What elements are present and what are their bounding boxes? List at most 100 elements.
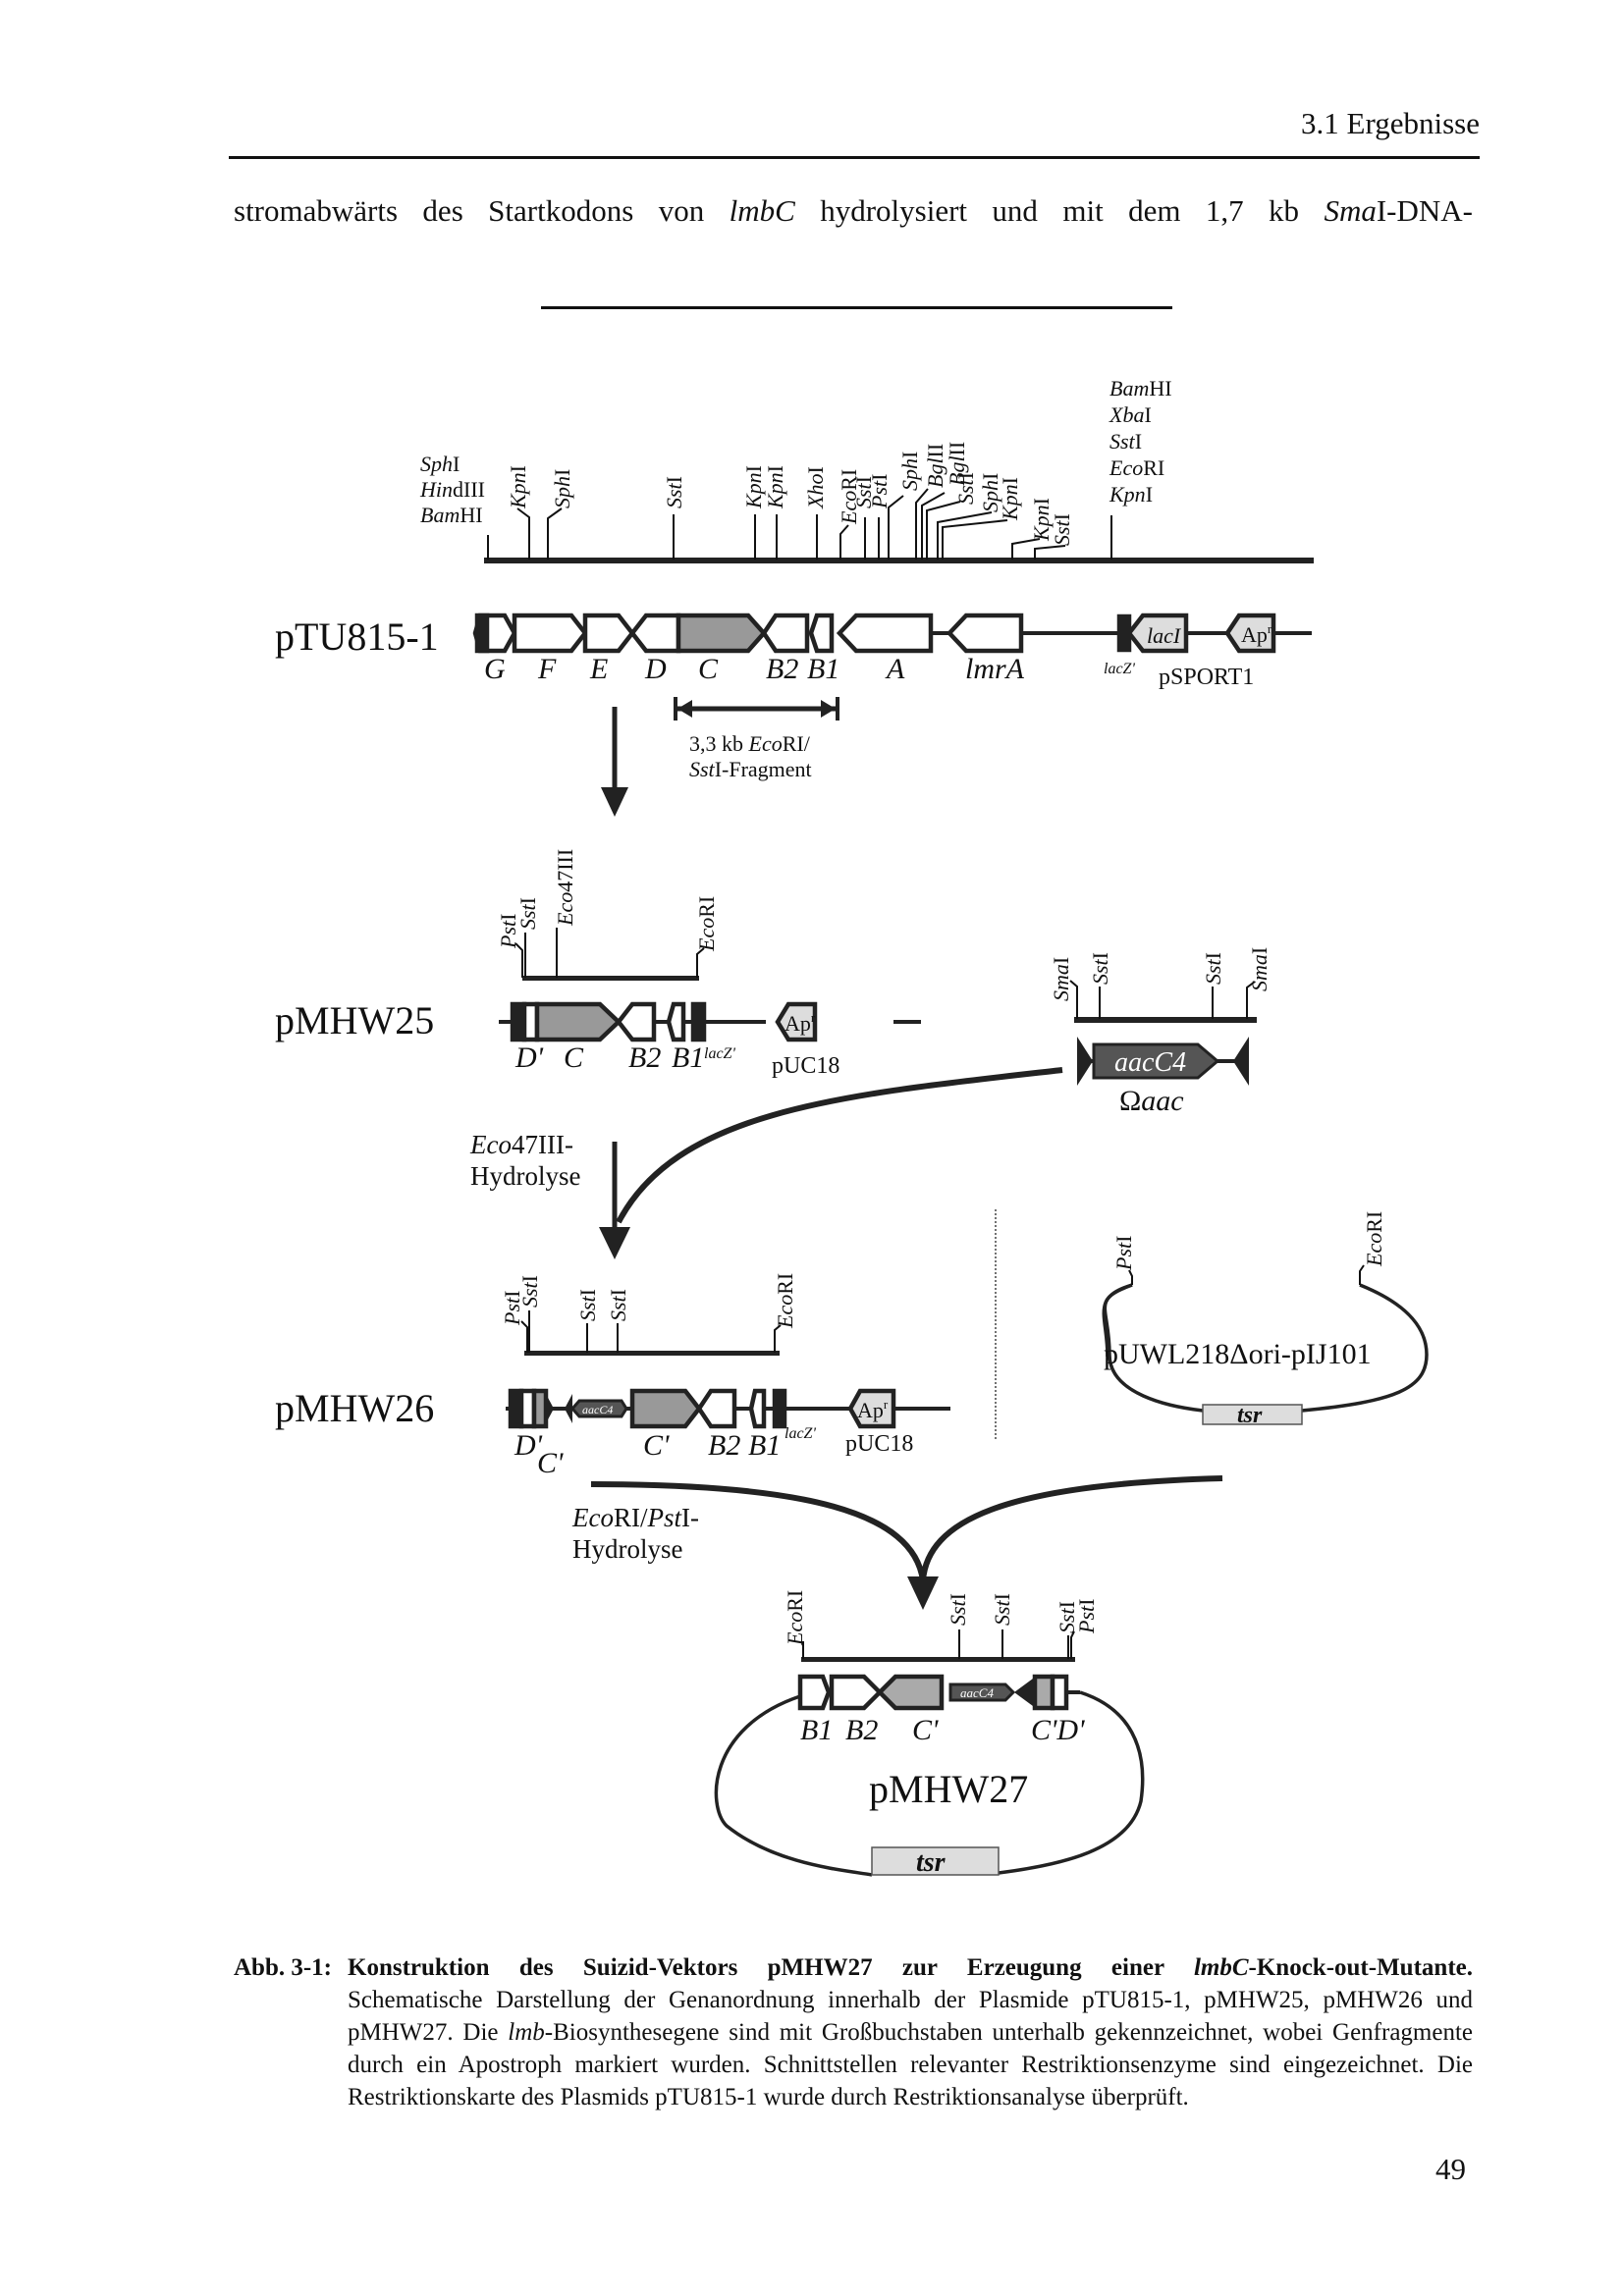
ptu815-restriction-map: SphI HindIII BamHI KpnI SphI SstI KpnI K…: [419, 376, 1314, 563]
site-tick: [942, 519, 1008, 560]
gene-b1: [666, 1001, 686, 1042]
caption-text: Schematische Darstellung der Genanordnun…: [348, 1987, 1473, 2110]
site-label-ecori-stack: EcoRI: [1109, 455, 1164, 480]
site-label-hindiii-stack: HindIII: [419, 477, 485, 502]
gene-label-apr: Apr: [1241, 621, 1272, 647]
site-label: SstI: [1055, 1601, 1079, 1633]
gene-label: B1: [672, 1041, 704, 1074]
vector-label-puc18: pUC18: [772, 1053, 839, 1079]
omega-terminator: [565, 1394, 572, 1423]
marker-label-tsr: tsr: [916, 1847, 947, 1878]
gene-c: [534, 1001, 622, 1042]
site-tick: [1359, 1264, 1365, 1285]
pmhw26: PstI SstI SstI SstI EcoRI pMHW26 aacC4 A…: [275, 1273, 950, 1479]
site-tick: [1011, 538, 1041, 560]
site-label: KpnI: [741, 465, 766, 509]
gene-g-end: [474, 613, 490, 654]
plasmid-name-pmhw27: pMHW27: [869, 1767, 1028, 1811]
gene-label: C'D': [1031, 1714, 1085, 1746]
omega-terminator: [1014, 1679, 1033, 1706]
plasmid-name-puwl218: pUWL218Δori-pIJ101: [1104, 1338, 1372, 1370]
down-arrow-head: [599, 1227, 630, 1259]
gene-b2: [696, 1388, 737, 1429]
pmhw27: EcoRI SstI SstI SstI PstI aacC4 B1 B2 C'…: [714, 1590, 1145, 1878]
site-tick: [514, 942, 523, 978]
site-label: EcoRI: [783, 1590, 807, 1646]
step1-label-line1: Eco47III-: [469, 1130, 573, 1159]
gene-b1: [808, 613, 835, 654]
site-label: SphI: [897, 452, 922, 491]
gene-label: A: [885, 653, 905, 685]
vector-label-puc18: pUC18: [845, 1431, 913, 1457]
site-label: SstI: [1050, 513, 1074, 546]
caption-label: Abb. 3-1:: [234, 1954, 333, 1981]
omega-terminator-left: [1077, 1037, 1093, 1086]
step2-label-line2: Hydrolyse: [572, 1534, 682, 1564]
omega-terminator-right: [1233, 1037, 1249, 1086]
vector-label-psport1: pSPORT1: [1159, 665, 1254, 690]
gene-lmra: [946, 613, 1024, 654]
lacz-label: lacZ': [784, 1425, 816, 1442]
gene-label-apr: Apr: [857, 1397, 889, 1422]
site-tick: [888, 495, 904, 560]
gene-f: [512, 613, 588, 654]
gene-c: [676, 613, 768, 654]
site-label: SstI: [990, 1593, 1014, 1626]
gene-laci: [1126, 613, 1189, 654]
gene-c-prime: [876, 1674, 945, 1711]
lacz-block: [772, 1388, 787, 1429]
gene-label: B2: [628, 1041, 661, 1074]
site-label: SstI: [606, 1289, 630, 1321]
gene-label: D: [644, 653, 667, 685]
step2-label-line1: EcoRI/PstI-: [571, 1503, 699, 1532]
gene-label: B2: [845, 1714, 878, 1746]
site-tick: [1128, 1269, 1133, 1285]
footnote-rule: [541, 306, 1172, 309]
curved-arrow-right: [920, 1475, 1223, 1581]
gene-b2: [829, 1674, 884, 1711]
site-label: SstI: [1201, 952, 1225, 985]
site-tick: [520, 1320, 528, 1353]
step1-label-line2: Hydrolyse: [470, 1161, 580, 1191]
site-label: SstI: [1088, 952, 1112, 985]
curved-arrow-insert: [616, 1067, 1063, 1224]
site-label: EcoRI: [694, 896, 719, 952]
site-label: PstI: [1074, 1599, 1099, 1634]
lacz-block: [690, 1001, 707, 1042]
site-label: SstI: [851, 476, 876, 508]
gene-label-laci: lacI: [1147, 623, 1182, 648]
site-tick: [516, 507, 530, 560]
body-text-line: stromabwärts des Startkodons von lmbC hy…: [234, 193, 1473, 229]
fragment-label-line2: SstI-Fragment: [689, 757, 812, 781]
caption-title: Konstruktion des Suizid-Vektors pMHW27 z…: [348, 1954, 1473, 1981]
site-tick: [1069, 980, 1078, 1019]
site-tick: [547, 507, 563, 560]
omega-aac-cassette: SmaI SstI SstI SmaI aacC4 Ωaac: [1049, 947, 1271, 1117]
figure-caption: Abb. 3-1: Konstruktion des Suizid-Vektor…: [234, 1951, 1473, 2113]
gene-label: lmrA: [965, 653, 1025, 685]
gene-apr: [775, 1001, 818, 1042]
site-label: PstI: [500, 1291, 524, 1326]
site-label: SmaI: [1049, 957, 1073, 1001]
pmhw26-map-line: [524, 1351, 780, 1356]
site-tick: [1246, 981, 1256, 1019]
gene-b1: [797, 1674, 832, 1711]
fragment-label-line1: 3,3 kb EcoRI/: [689, 731, 811, 756]
marker-tsr: [871, 1846, 1000, 1876]
gene-a: [836, 613, 934, 654]
site-tick: [926, 501, 961, 560]
lacz-label: lacZ': [704, 1045, 735, 1062]
gene-b1: [748, 1388, 767, 1429]
site-label: SmaI: [1247, 947, 1271, 991]
plasmid-name-pmhw26: pMHW26: [275, 1386, 434, 1430]
marker-tsr: [1202, 1404, 1303, 1425]
site-label: KpnI: [506, 465, 530, 509]
site-label: SstI: [946, 1593, 970, 1626]
site-tick: [696, 947, 705, 978]
body-text-middle: hydrolysiert und mit dem 1,7 kb: [794, 193, 1325, 228]
site-label: KpnI: [763, 465, 787, 509]
gene-d-prime: [1050, 1674, 1069, 1711]
down-arrow-head: [907, 1576, 939, 1610]
arrowhead-right: [821, 700, 836, 718]
gene-label: D': [514, 1429, 543, 1462]
